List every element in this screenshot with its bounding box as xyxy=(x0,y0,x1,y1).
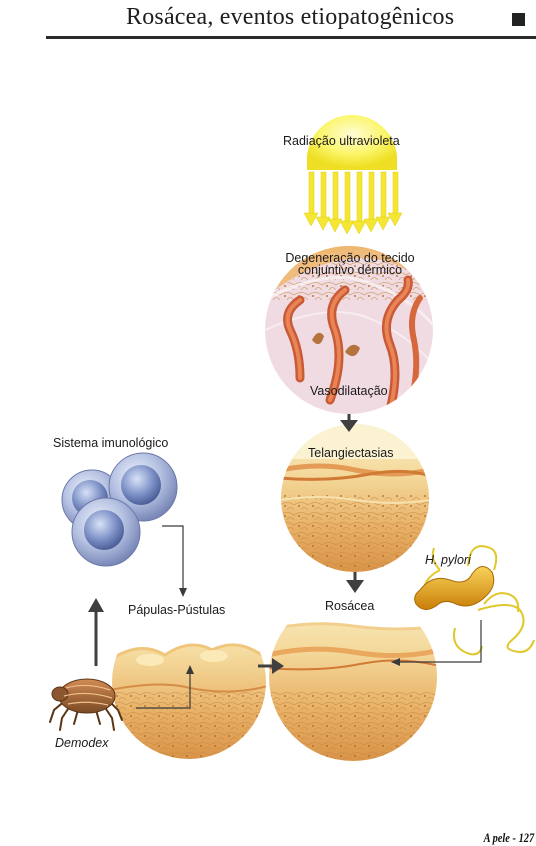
label-papules-pustules: Pápulas-Pústulas xyxy=(128,603,225,617)
label-h-pylori: H. pylori xyxy=(425,553,471,567)
label-dermal-degeneration: Degeneração do tecido conjuntivo dérmico xyxy=(280,252,420,276)
rosacea-circle xyxy=(268,590,443,765)
demodex-mite-icon xyxy=(50,679,122,730)
arrow-immune-papules xyxy=(162,526,183,590)
label-uv-radiation: Radiação ultravioleta xyxy=(283,134,400,148)
arrow-telangiectasia-rosacea xyxy=(346,580,364,593)
label-immune-system: Sistema imunológico xyxy=(53,436,168,450)
arrow-demodex-immune xyxy=(88,598,104,612)
immune-cells-icon xyxy=(62,453,177,566)
page-footer: A pele - 127 xyxy=(483,830,534,846)
label-dermal-degeneration-line2: conjuntivo dérmico xyxy=(280,264,420,276)
label-vasodilation: Vasodilatação xyxy=(310,384,388,398)
label-telangiectasia: Telangiectasias xyxy=(308,446,393,460)
label-demodex: Demodex xyxy=(55,736,109,750)
label-rosacea: Rosácea xyxy=(325,599,374,613)
sun-icon xyxy=(300,115,404,210)
